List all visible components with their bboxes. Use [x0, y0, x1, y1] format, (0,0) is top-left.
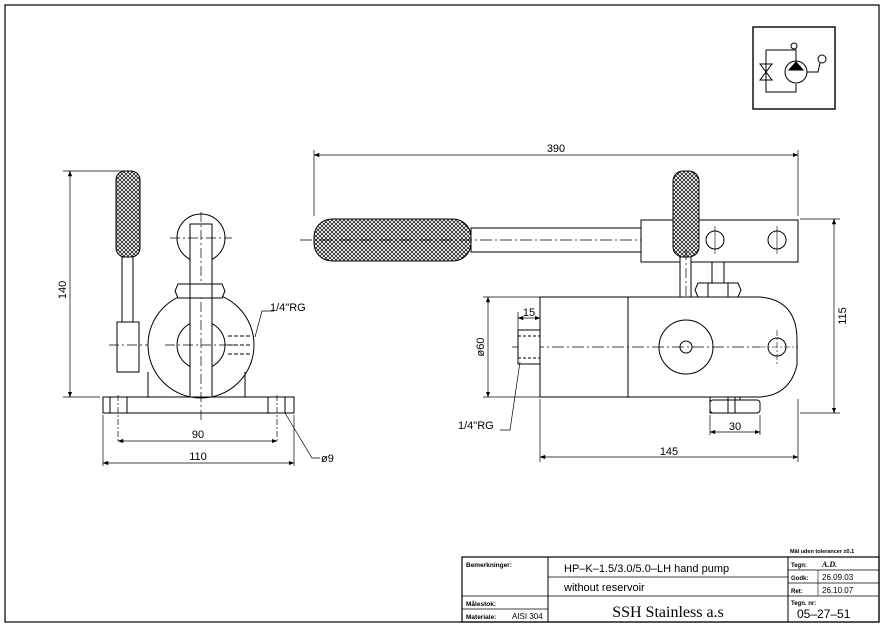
approved-label: Godk: — [791, 576, 808, 582]
side-height-label: 140 — [57, 281, 69, 299]
drawing-number-label: Tegn. nr: — [791, 601, 816, 607]
front-port-depth-label: 15 — [523, 307, 535, 319]
material-value: AISI 304 — [512, 612, 543, 621]
description-line2: without reservoir — [563, 582, 645, 594]
tolerance-note: Mål uden tolerancer ±0.1 — [790, 548, 854, 555]
material-label: Materiale: — [466, 614, 496, 621]
revised-label: Ret: — [791, 589, 803, 595]
front-body-length-label: 145 — [660, 446, 678, 458]
drawing-number-value: 05–27–51 — [797, 607, 851, 621]
side-base-plate — [102, 396, 295, 414]
front-thread-label: 1/4"RG — [458, 420, 494, 432]
title-block — [461, 556, 880, 623]
front-height-label: 115 — [837, 307, 849, 325]
sheet-border — [4, 4, 880, 623]
side-dimensions — [63, 170, 320, 466]
description-line1: HP–K–1.5/3.0/5.0–LH hand pump — [564, 563, 729, 575]
front-foot-offset-label: 30 — [729, 421, 741, 433]
hydraulic-symbol — [752, 26, 836, 110]
approved-value: 26.09.03 — [822, 573, 854, 582]
side-hole-dia-label: ø9 — [321, 453, 334, 465]
scale-label: Målestok: — [466, 600, 496, 608]
side-base-width-label: 110 — [189, 451, 207, 463]
front-dimensions — [313, 150, 840, 462]
side-handle-grip — [115, 170, 141, 258]
side-bolt-spacing-label: 90 — [192, 429, 204, 441]
side-thread-label: 1/4"RG — [270, 302, 306, 314]
revised-value: 26.10.07 — [822, 586, 854, 595]
remarks-label: Bemerkninger: — [466, 562, 512, 569]
company-name: SSH Stainless a.s — [612, 604, 724, 621]
drawn-value: A.D. — [821, 560, 837, 569]
side-view — [102, 170, 295, 442]
front-vertical-grip — [672, 170, 700, 258]
front-body-dia-label: ø60 — [475, 338, 487, 357]
front-view — [300, 170, 799, 414]
front-lever-length-label: 390 — [547, 143, 565, 155]
drawn-label: Tegn: — [791, 563, 807, 569]
